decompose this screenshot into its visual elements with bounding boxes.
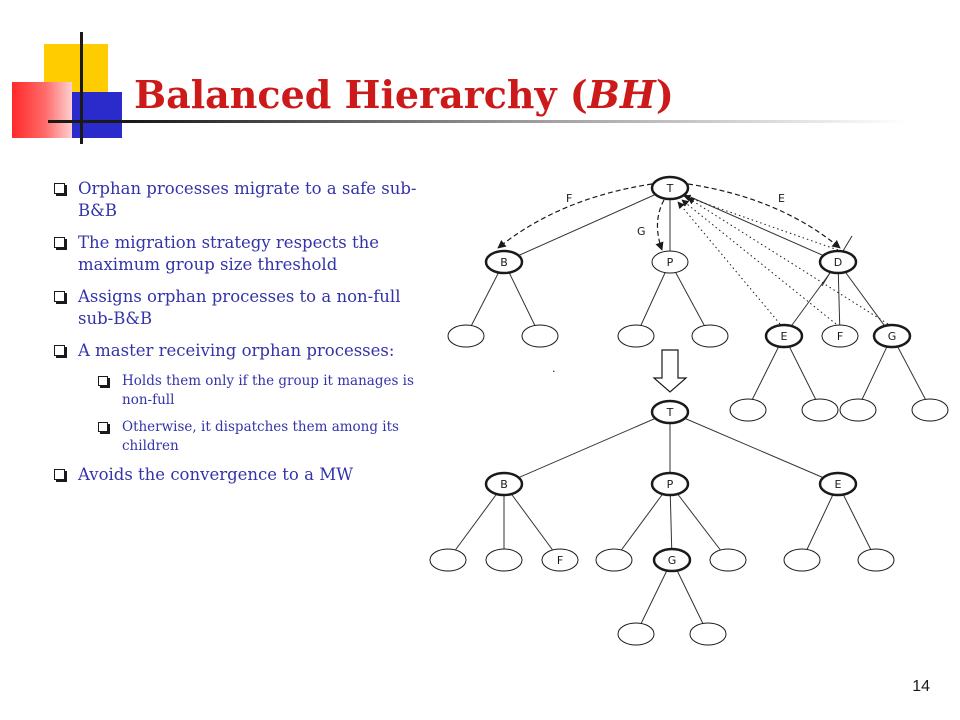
slide-title: Balanced Hierarchy (BH)	[134, 72, 674, 117]
node-label-p: P	[667, 478, 674, 491]
tree-node	[617, 324, 655, 348]
node-label-b: B	[500, 478, 508, 491]
tree-node	[911, 398, 949, 422]
sub-bullet-text: Otherwise, it dispatches them among its …	[122, 419, 399, 454]
node-label-d: D	[834, 256, 842, 269]
decor-red-square	[12, 82, 72, 138]
tree-node	[447, 324, 485, 348]
tree-node	[691, 324, 729, 348]
checkbox-bullet-icon	[54, 291, 65, 302]
decor-vertical-line	[80, 32, 83, 144]
tree-node	[783, 548, 821, 572]
checkbox-bullet-icon	[98, 376, 108, 386]
tree-node	[429, 548, 467, 572]
node-label-t: T	[666, 182, 674, 195]
tree-node	[818, 471, 858, 497]
tree-node	[617, 622, 655, 646]
tree-node	[729, 398, 767, 422]
checkbox-bullet-icon	[54, 469, 65, 480]
bullet-item: The migration strategy respects the maxi…	[48, 232, 438, 276]
title-underline	[48, 120, 908, 123]
tree-node	[821, 324, 859, 348]
tree-node	[801, 398, 839, 422]
sub-bullet-item: Otherwise, it dispatches them among its …	[92, 418, 438, 456]
tree-node	[541, 548, 579, 572]
tree-node	[709, 548, 747, 572]
checkbox-bullet-icon	[54, 183, 65, 194]
tree-node	[521, 324, 559, 348]
tree-node	[650, 399, 690, 425]
sub-bullet-text: Holds them only if the group it manages …	[122, 373, 414, 408]
node-label-t: T	[666, 406, 674, 419]
stray-mark: .	[552, 362, 556, 375]
tree-node	[484, 471, 524, 497]
node-label-b: B	[500, 256, 508, 269]
tree-node	[857, 548, 895, 572]
tree-node	[652, 547, 692, 573]
slide-title-close: )	[655, 72, 674, 117]
tree-node	[689, 622, 727, 646]
tree-node	[650, 175, 690, 201]
edge-label-e: E	[778, 192, 785, 205]
node-label-p: P	[667, 256, 674, 269]
bullet-item: Assigns orphan processes to a non-full s…	[48, 286, 438, 330]
bullet-text: Assigns orphan processes to a non-full s…	[78, 287, 401, 328]
tree-node	[650, 471, 690, 497]
checkbox-bullet-icon	[54, 237, 65, 248]
bullet-text: Avoids the convergence to a MW	[78, 465, 354, 484]
node-label-g: G	[888, 330, 897, 343]
slide-title-italic: BH	[587, 72, 656, 117]
checkbox-bullet-icon	[98, 422, 108, 432]
checkbox-bullet-icon	[54, 345, 65, 356]
bullet-text: A master receiving orphan processes:	[78, 341, 395, 360]
node-label-f: F	[837, 330, 843, 343]
tree-node	[485, 548, 523, 572]
node-label-e: E	[781, 330, 788, 343]
slide-title-main: Balanced Hierarchy (	[134, 72, 588, 117]
tree-node	[818, 249, 858, 275]
bullet-item: Orphan processes migrate to a safe sub-B…	[48, 178, 438, 222]
transition-arrow-icon	[652, 349, 688, 393]
slide-number: 14	[912, 678, 930, 695]
edge-label-f: F	[566, 192, 572, 205]
tree-node	[872, 323, 912, 349]
bullet-text: The migration strategy respects the maxi…	[78, 233, 379, 274]
node-label-e: E	[835, 478, 842, 491]
bullet-item: A master receiving orphan processes:	[48, 340, 438, 362]
tree-node	[595, 548, 633, 572]
bullet-item: Avoids the convergence to a MW	[48, 464, 438, 486]
tree-node	[839, 398, 877, 422]
node-label-f: F	[557, 554, 563, 567]
edge-label-g: G	[637, 225, 646, 238]
tree-node	[484, 249, 524, 275]
node-label-g: G	[668, 554, 677, 567]
tree-node	[764, 323, 804, 349]
tree-node	[651, 250, 689, 274]
bullet-list: Orphan processes migrate to a safe sub-B…	[48, 178, 438, 496]
bullet-text: Orphan processes migrate to a safe sub-B…	[78, 179, 417, 220]
sub-bullet-item: Holds them only if the group it manages …	[92, 372, 438, 410]
